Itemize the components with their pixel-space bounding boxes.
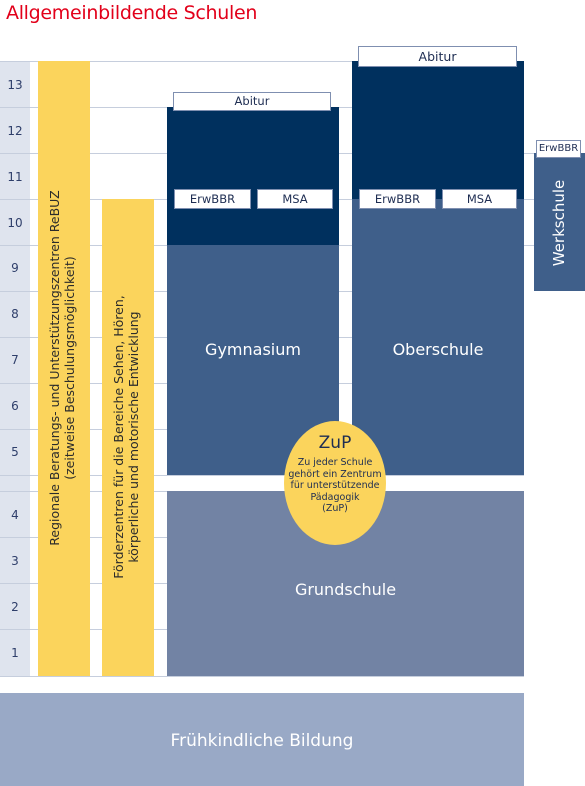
grade-axis: [0, 61, 30, 677]
gymnasium-erwbbr-box: ErwBBR: [174, 189, 251, 209]
grade-label-7: 7: [11, 353, 19, 367]
grundschule-label: Grundschule: [294, 580, 397, 599]
oberschule-erwbbr-box: ErwBBR: [359, 189, 436, 209]
oberschule-msa-box: MSA: [442, 189, 517, 209]
gymnasium-msa-box: MSA: [257, 189, 333, 209]
zup-description: Zu jeder Schule gehört ein Zentrum für u…: [288, 457, 382, 514]
oberschule-upper: [352, 61, 524, 199]
grade-label-4: 4: [11, 508, 19, 522]
grade-label-1: 1: [11, 646, 19, 660]
rebuz-label: Regionale Beratungs- und Unterstützungsz…: [47, 190, 77, 546]
gridline: [0, 676, 524, 677]
oberschule-label: Oberschule: [392, 340, 484, 359]
foerderzentren-column: Förderzentren für die Bereiche Sehen, Hö…: [102, 199, 154, 676]
gymnasium-abitur-box: Abitur: [173, 92, 331, 111]
werkschule-label: Werkschule: [550, 179, 568, 267]
werkschule-erwbbr-box: ErwBBR: [536, 140, 581, 158]
gymnasium-upper: [167, 107, 339, 245]
gridline: [0, 61, 524, 62]
grade-label-12: 12: [7, 124, 23, 138]
grade-label-13: 13: [7, 78, 23, 92]
fruehkindliche-bildung-label: Frühkindliche Bildung: [170, 731, 354, 751]
zup-title: ZuP: [318, 433, 352, 453]
grade-label-5: 5: [11, 445, 19, 459]
rebuz-column: Regionale Beratungs- und Unterstützungsz…: [38, 61, 90, 676]
oberschule-abitur-box: Abitur: [358, 46, 517, 67]
gridline: [0, 475, 524, 476]
page-title: Allgemeinbildende Schulen: [6, 2, 258, 24]
grade-label-10: 10: [7, 216, 23, 230]
fruehkindliche-bildung-block: [0, 693, 524, 786]
foerderzentren-label: Förderzentren für die Bereiche Sehen, Hö…: [111, 295, 141, 579]
oberschule-block: [352, 199, 524, 475]
gymnasium-label: Gymnasium: [205, 340, 301, 359]
zup-circle: ZuP Zu jeder Schule gehört ein Zentrum f…: [284, 421, 386, 545]
grade-label-8: 8: [11, 307, 19, 321]
grade-label-2: 2: [11, 600, 19, 614]
grade-label-6: 6: [11, 399, 19, 413]
grade-label-3: 3: [11, 554, 19, 568]
werkschule-block: Werkschule: [534, 153, 585, 291]
grade-label-11: 11: [7, 170, 23, 184]
grade-label-9: 9: [11, 261, 19, 275]
